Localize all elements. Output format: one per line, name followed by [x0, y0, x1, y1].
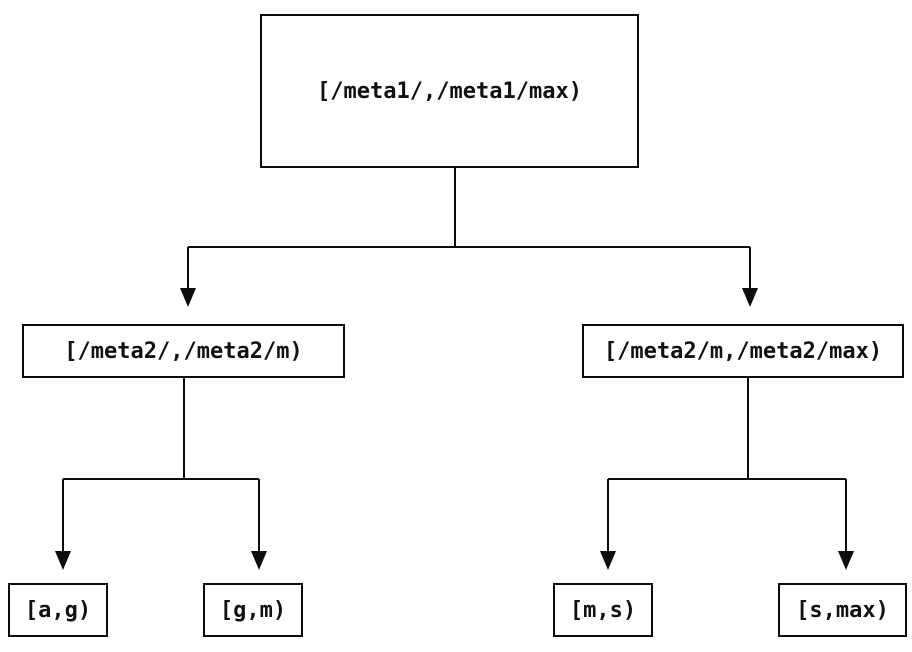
- arrowhead-root-to-left: [180, 288, 196, 307]
- node-right-label: [/meta2/m,/meta2/max): [603, 338, 883, 364]
- edge-left-stem: [62, 378, 260, 551]
- arrowhead-root-to-right: [742, 288, 758, 307]
- node-leaf-smax: [s,max): [778, 583, 907, 637]
- node-leaf-ag-label: [a,g): [24, 597, 92, 623]
- arrowhead-right-to-smax: [838, 551, 854, 570]
- node-leaf-ag: [a,g): [8, 583, 108, 637]
- node-root-label: [/meta1/,/meta1/max): [317, 78, 582, 104]
- node-root-range: [/meta1/,/meta1/max): [260, 14, 639, 168]
- edge-right-stem: [607, 378, 847, 551]
- arrowhead-left-to-gm: [251, 551, 267, 570]
- node-leaf-smax-label: [s,max): [796, 597, 889, 623]
- node-leaf-gm-label: [g,m): [219, 597, 287, 623]
- node-right-range: [/meta2/m,/meta2/max): [582, 324, 904, 378]
- node-left-label: [/meta2/,/meta2/m): [64, 338, 303, 364]
- node-leaf-ms: [m,s): [553, 583, 653, 637]
- node-leaf-gm: [g,m): [203, 583, 303, 637]
- edge-root-stem: [187, 168, 751, 288]
- arrowhead-right-to-ms: [600, 551, 616, 570]
- arrowhead-left-to-ag: [55, 551, 71, 570]
- node-left-range: [/meta2/,/meta2/m): [22, 324, 345, 378]
- node-leaf-ms-label: [m,s): [569, 597, 637, 623]
